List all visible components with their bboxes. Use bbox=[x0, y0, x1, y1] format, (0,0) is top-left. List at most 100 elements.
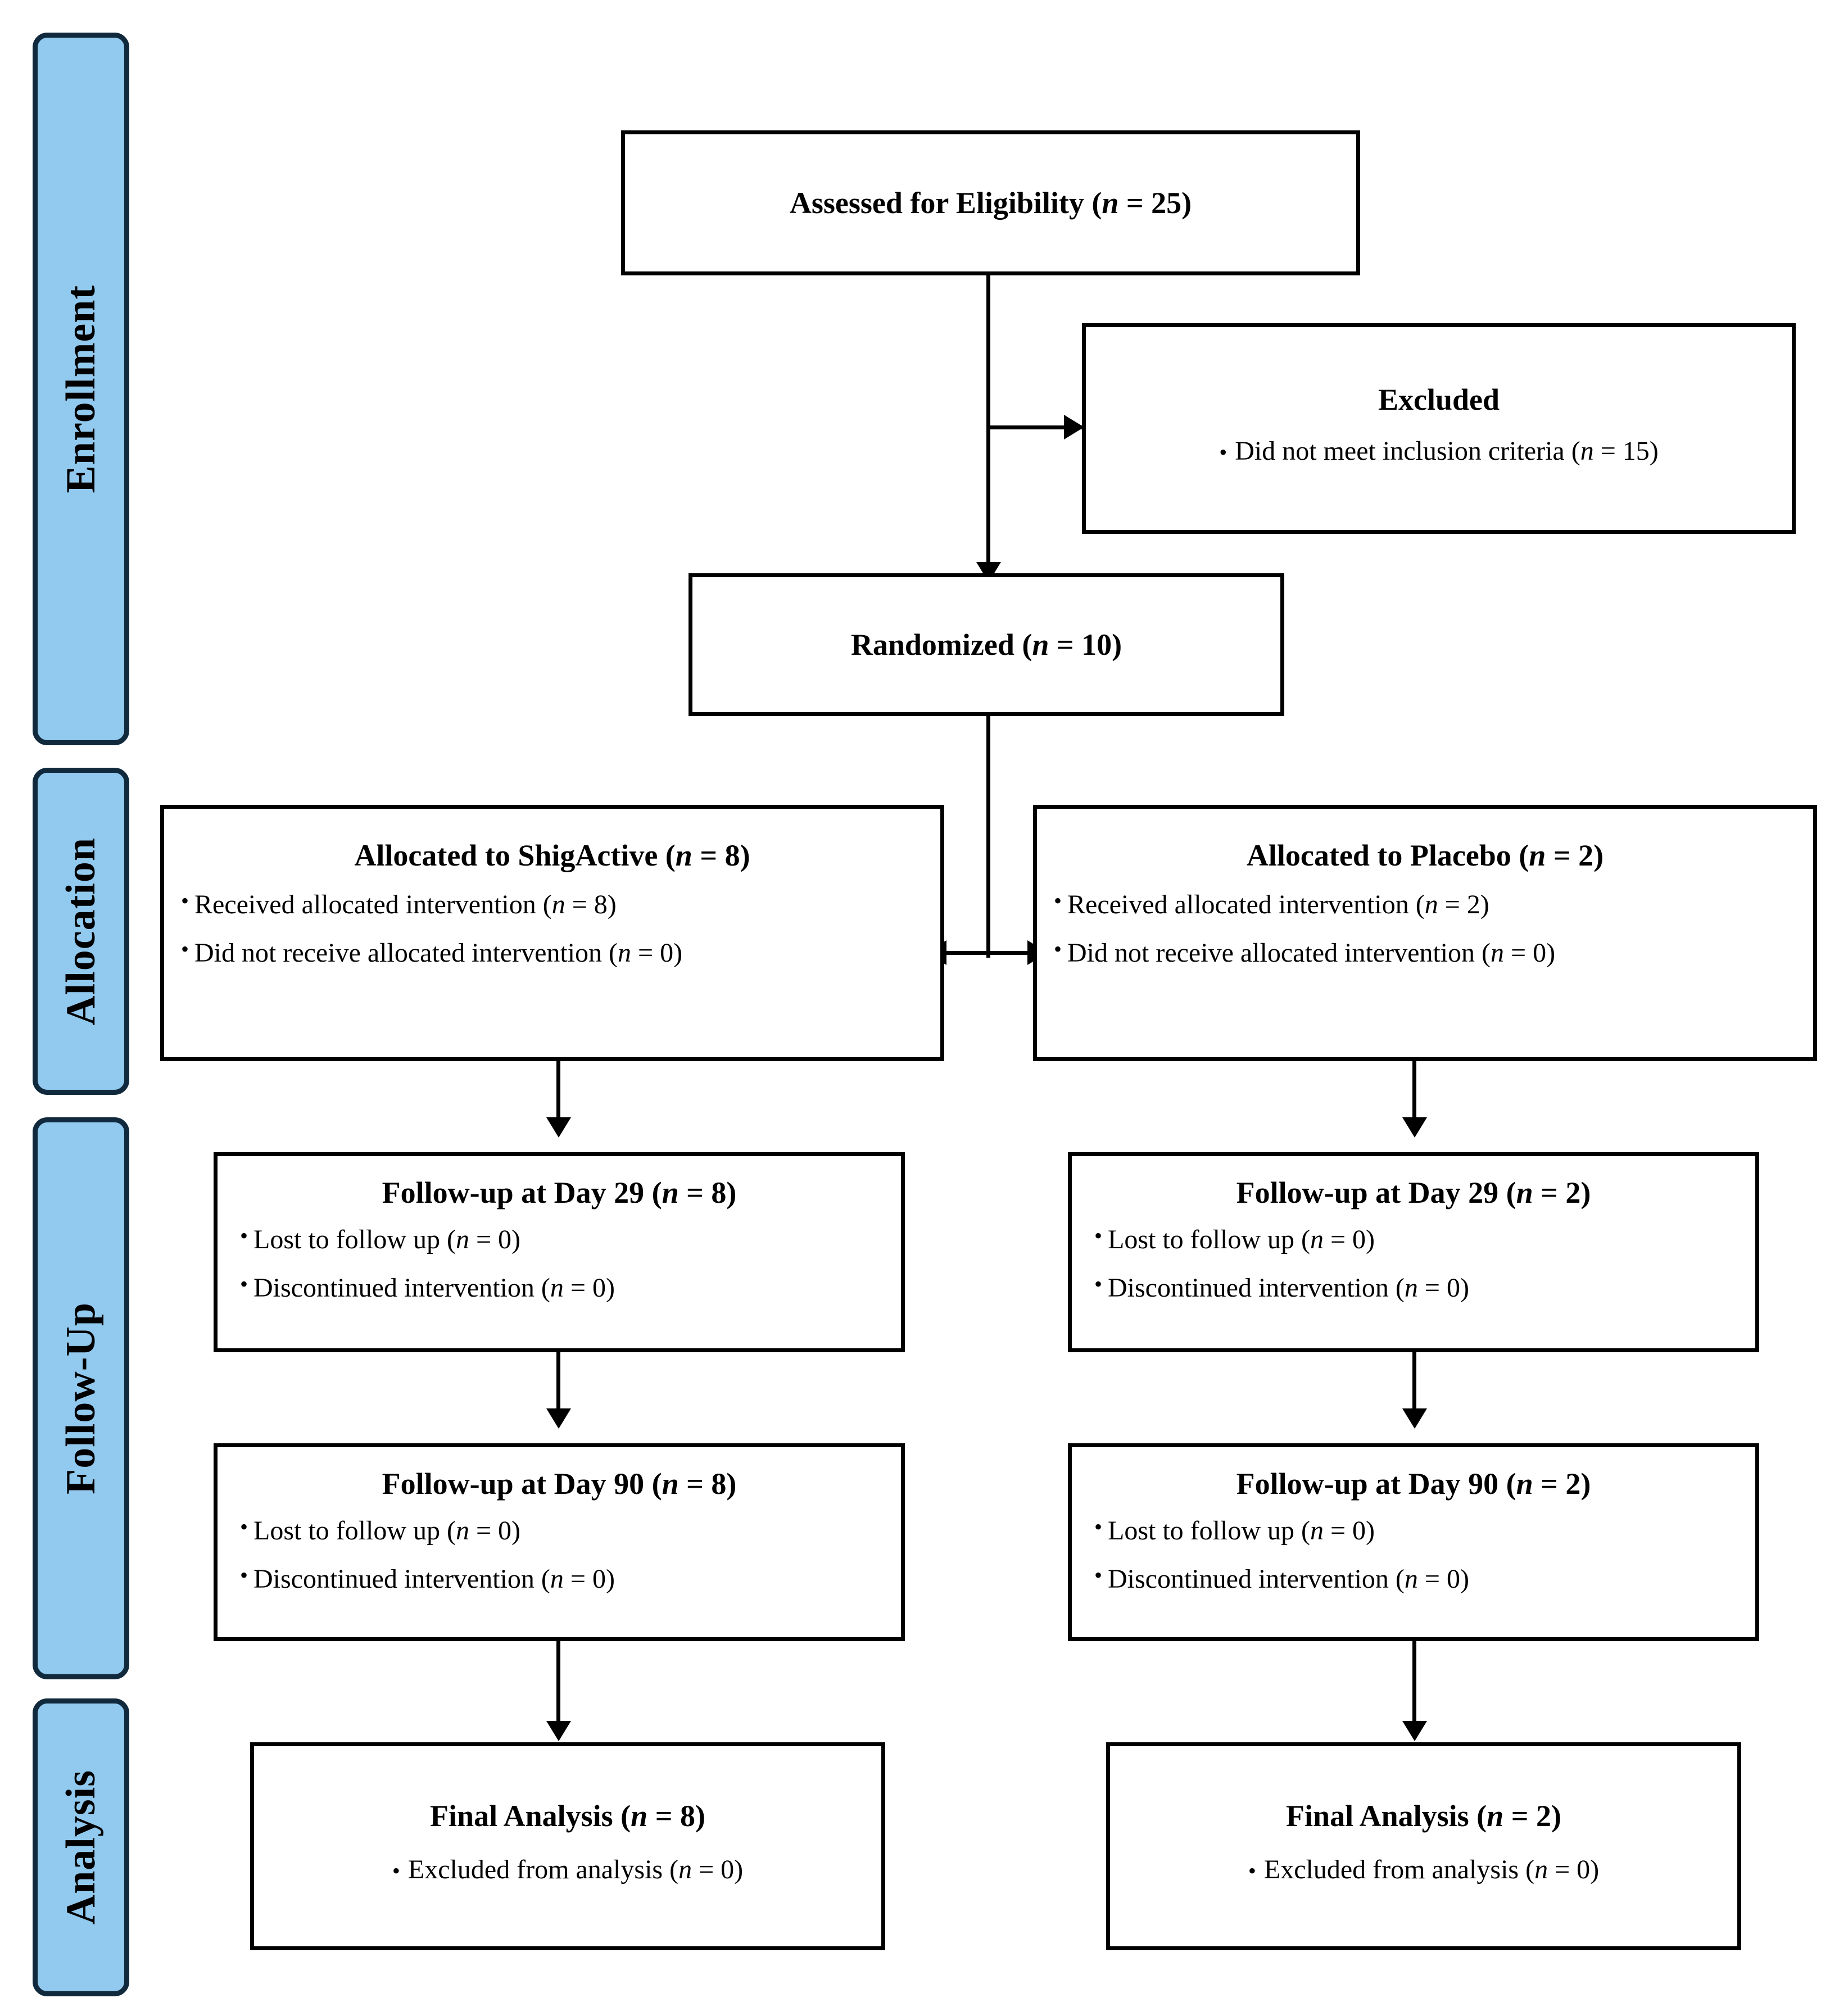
box-final-left-title: Final Analysis (n = 8) bbox=[254, 1798, 881, 1833]
connector-fu29-right-to-fu90 bbox=[1412, 1352, 1416, 1420]
bullet-suffix: = 0) bbox=[563, 1564, 615, 1594]
list-item: Lost to follow up (n = 0) bbox=[1091, 1216, 1755, 1264]
bullet-suffix: = 0) bbox=[469, 1225, 521, 1255]
box-alloc-right-title-n: n bbox=[1529, 839, 1546, 872]
box-fu29-left-title: Follow-up at Day 29 (n = 8) bbox=[218, 1175, 901, 1210]
bullet-suffix: = 0) bbox=[469, 1516, 521, 1546]
arrow-into-excluded bbox=[1064, 415, 1084, 440]
box-excluded-title: Excluded bbox=[1378, 382, 1500, 416]
box-final-left-bullets: Excluded from analysis (n = 0) bbox=[254, 1846, 881, 1894]
bullet-suffix: = 0) bbox=[1323, 1225, 1375, 1255]
box-fu90-left-bullets: Lost to follow up (n = 0) Discontinued i… bbox=[218, 1507, 901, 1603]
box-excluded-bullets: Did not meet inclusion criteria (n = 15) bbox=[1086, 427, 1792, 475]
list-item: Did not receive allocated intervention (… bbox=[178, 929, 940, 977]
bullet-n: n bbox=[1534, 1855, 1548, 1885]
box-fu29-right-title-n: n bbox=[1516, 1176, 1533, 1209]
box-fu29-left-title-n: n bbox=[662, 1176, 679, 1209]
bullet-suffix: = 0) bbox=[1323, 1516, 1375, 1546]
box-alloc-right-title-suffix: = 2) bbox=[1546, 839, 1604, 872]
box-alloc-right-title-prefix: Allocated to Placebo ( bbox=[1246, 839, 1529, 872]
box-randomized-title-n: n bbox=[1032, 627, 1049, 662]
bullet-suffix: = 0) bbox=[631, 937, 683, 968]
bullet-n: n bbox=[1310, 1225, 1324, 1255]
box-randomized-title: Randomized (n = 10) bbox=[692, 627, 1280, 662]
arrow-into-fu29-left bbox=[546, 1117, 571, 1138]
stage-tab-follow-up-label: Follow-Up bbox=[58, 1302, 104, 1494]
stage-tab-analysis: Analysis bbox=[33, 1698, 129, 1996]
list-item: Did not receive allocated intervention (… bbox=[1050, 929, 1813, 977]
bullet-n: n bbox=[1491, 937, 1505, 968]
box-fu29-left-title-suffix: = 8) bbox=[678, 1176, 737, 1209]
box-fu29-left-title-prefix: Follow-up at Day 29 ( bbox=[382, 1176, 662, 1209]
box-assessed-title: Assessed for Eligibility (n = 25) bbox=[625, 185, 1356, 220]
bullet-text: Did not receive allocated intervention ( bbox=[194, 937, 618, 968]
box-final-right-title: Final Analysis (n = 2) bbox=[1110, 1798, 1737, 1833]
bullet-text: Did not meet inclusion criteria ( bbox=[1235, 436, 1580, 466]
box-assessed-title-prefix: Assessed for Eligibility ( bbox=[789, 185, 1102, 220]
bullet-suffix: = 0) bbox=[1548, 1855, 1600, 1885]
bullet-suffix: = 0) bbox=[1417, 1272, 1469, 1303]
bullet-n: n bbox=[1404, 1564, 1418, 1594]
box-final-right-title-n: n bbox=[1487, 1799, 1504, 1833]
box-alloc-left-bullets: Received allocated intervention (n = 8) … bbox=[164, 881, 940, 977]
bullet-n: n bbox=[1310, 1516, 1324, 1546]
stage-tab-allocation-label: Allocation bbox=[58, 837, 104, 1026]
box-assessed-title-n: n bbox=[1102, 185, 1119, 220]
bullet-text: Did not receive allocated intervention ( bbox=[1067, 937, 1491, 968]
box-fu90-right-title-n: n bbox=[1516, 1467, 1533, 1501]
bullet-suffix: = 0) bbox=[563, 1272, 615, 1303]
bullet-n: n bbox=[1424, 890, 1438, 920]
stage-tab-analysis-label: Analysis bbox=[58, 1770, 104, 1925]
bullet-suffix: = 0) bbox=[1417, 1564, 1469, 1594]
bullet-n: n bbox=[550, 1272, 564, 1303]
bullet-text: Lost to follow up ( bbox=[1108, 1516, 1310, 1546]
box-followup-day90-shigactive: Follow-up at Day 90 (n = 8) Lost to foll… bbox=[214, 1443, 905, 1641]
box-alloc-left-title-suffix: = 8) bbox=[692, 839, 750, 872]
bullet-text: Discontinued intervention ( bbox=[1108, 1564, 1405, 1594]
list-item: Lost to follow up (n = 0) bbox=[237, 1507, 901, 1555]
box-final-analysis-placebo: Final Analysis (n = 2) Excluded from ana… bbox=[1106, 1742, 1741, 1950]
list-item: Excluded from analysis (n = 0) bbox=[1110, 1846, 1737, 1894]
box-final-analysis-shigactive: Final Analysis (n = 8) Excluded from ana… bbox=[250, 1742, 885, 1950]
arrow-into-final-left bbox=[546, 1721, 571, 1741]
bullet-text: Lost to follow up ( bbox=[1108, 1225, 1310, 1255]
bullet-text: Lost to follow up ( bbox=[253, 1225, 456, 1255]
connector-to-excluded bbox=[986, 425, 1082, 429]
list-item: Excluded from analysis (n = 0) bbox=[254, 1846, 881, 1894]
connector-randomized-to-allocation bbox=[986, 716, 990, 958]
box-followup-day29-placebo: Follow-up at Day 29 (n = 2) Lost to foll… bbox=[1068, 1152, 1759, 1352]
box-followup-day90-placebo: Follow-up at Day 90 (n = 2) Lost to foll… bbox=[1068, 1443, 1759, 1641]
arrow-into-final-right bbox=[1402, 1721, 1427, 1741]
bullet-text: Lost to follow up ( bbox=[253, 1516, 456, 1546]
box-final-right-bullets: Excluded from analysis (n = 0) bbox=[1110, 1846, 1737, 1894]
bullet-suffix: = 15) bbox=[1593, 436, 1659, 466]
box-fu29-right-bullets: Lost to follow up (n = 0) Discontinued i… bbox=[1072, 1216, 1755, 1312]
arrow-into-fu90-left bbox=[546, 1408, 571, 1429]
box-alloc-right-title: Allocated to Placebo (n = 2) bbox=[1037, 838, 1813, 873]
list-item: Discontinued intervention (n = 0) bbox=[1091, 1555, 1755, 1603]
bullet-text: Excluded from analysis ( bbox=[1263, 1855, 1535, 1885]
bullet-n: n bbox=[618, 937, 632, 968]
bullet-n: n bbox=[550, 1564, 564, 1594]
connector-alloc-right-to-fu29 bbox=[1412, 1061, 1416, 1129]
box-alloc-left-title: Allocated to ShigActive (n = 8) bbox=[164, 838, 940, 873]
bullet-text: Excluded from analysis ( bbox=[407, 1855, 679, 1885]
box-fu90-right-title-suffix: = 2) bbox=[1533, 1467, 1591, 1501]
bullet-n: n bbox=[1404, 1272, 1418, 1303]
stage-tab-enrollment: Enrollment bbox=[33, 33, 129, 745]
list-item: Received allocated intervention (n = 2) bbox=[1050, 881, 1813, 929]
bullet-text: Discontinued intervention ( bbox=[253, 1564, 550, 1594]
box-fu90-right-title: Follow-up at Day 90 (n = 2) bbox=[1072, 1466, 1755, 1501]
box-randomized-title-suffix: = 10) bbox=[1049, 627, 1122, 662]
stage-tab-enrollment-label: Enrollment bbox=[58, 284, 104, 493]
bullet-text: Received allocated intervention ( bbox=[1067, 890, 1425, 920]
connector-fu29-left-to-fu90 bbox=[556, 1352, 560, 1420]
connector-alloc-left-to-fu29 bbox=[556, 1061, 560, 1129]
box-allocated-shigactive: Allocated to ShigActive (n = 8) Received… bbox=[160, 805, 944, 1061]
box-excluded: Excluded Did not meet inclusion criteria… bbox=[1082, 323, 1796, 534]
bullet-text: Discontinued intervention ( bbox=[253, 1272, 550, 1303]
bullet-n: n bbox=[551, 890, 565, 920]
box-alloc-left-title-n: n bbox=[675, 839, 692, 872]
box-final-right-title-prefix: Final Analysis ( bbox=[1286, 1799, 1487, 1833]
connector-allocation-bidirectional bbox=[944, 951, 1048, 955]
